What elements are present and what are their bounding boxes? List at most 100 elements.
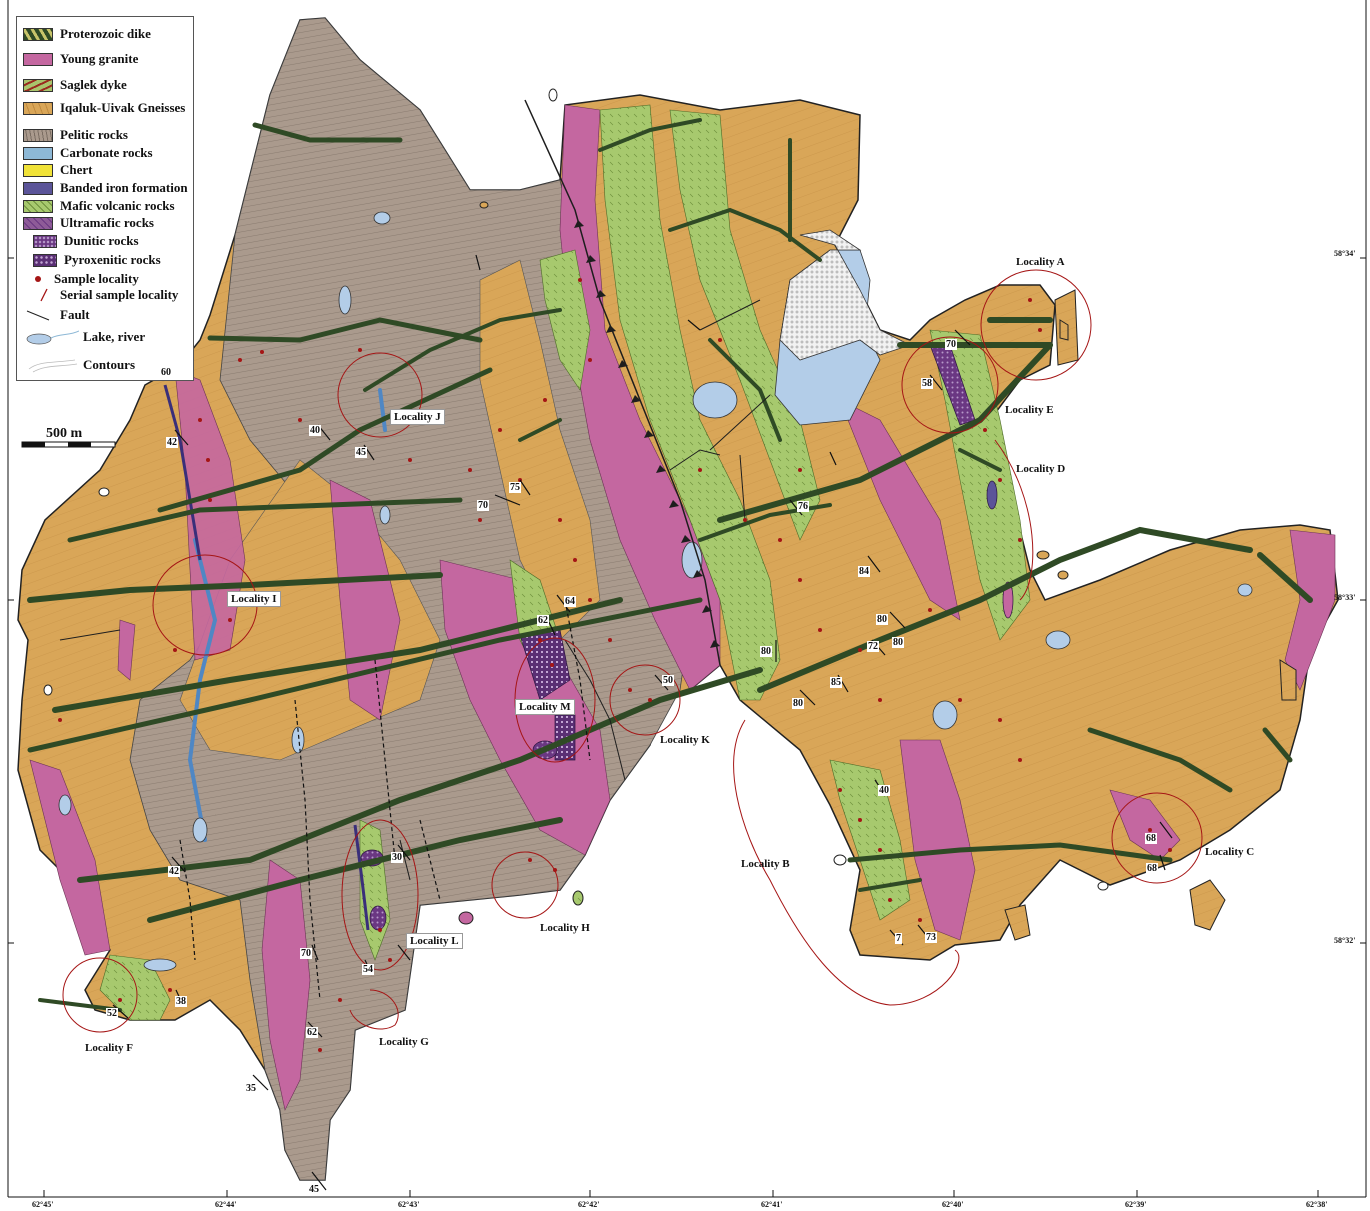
legend-label: Contours xyxy=(83,357,136,372)
legend-item-young-granite: Young granite xyxy=(23,51,138,67)
dip-label: 80 xyxy=(876,614,888,625)
lat-label: 58°34' xyxy=(1334,249,1356,258)
locality-label-a: Locality A xyxy=(1016,256,1065,268)
legend-swatch xyxy=(23,163,53,177)
lon-label: 62°39' xyxy=(1125,1200,1147,1209)
lakes xyxy=(58,211,1253,972)
lon-label: 62°38' xyxy=(1306,1200,1328,1209)
legend-swatch xyxy=(33,253,57,267)
legend-item-pyroxenitic-rocks: Pyroxenitic rocks xyxy=(33,252,161,268)
legend-swatch xyxy=(23,78,53,92)
scale-bar xyxy=(21,441,116,448)
legend-swatch xyxy=(23,181,53,195)
locality-label-f: Locality F xyxy=(85,1042,133,1054)
locality-label-b: Locality B xyxy=(741,858,790,870)
legend-item-dunitic-rocks: Dunitic rocks xyxy=(33,233,139,249)
legend-item-carbonate-rocks: Carbonate rocks xyxy=(23,145,153,161)
dip-label: 42 xyxy=(166,437,178,448)
legend-item-contours: Contours xyxy=(23,357,135,373)
locality-label-k: Locality K xyxy=(660,734,710,746)
strike-dip-symbols xyxy=(112,254,1173,1191)
dip-label: 7 xyxy=(895,933,902,944)
dip-label: 38 xyxy=(175,996,187,1007)
dip-label: 73 xyxy=(925,932,937,943)
legend-label: Chert xyxy=(60,162,93,177)
legend-label: Lake, river xyxy=(83,329,146,344)
legend-label: Young granite xyxy=(60,51,139,66)
legend-item-saglek-dyke: Saglek dyke xyxy=(23,77,127,93)
locality-label-j: Locality J xyxy=(390,409,445,425)
locality-label-i: Locality I xyxy=(227,591,281,607)
dip-label: 80 xyxy=(760,646,772,657)
legend-swatch xyxy=(23,52,53,66)
fault-line-icon xyxy=(26,310,50,321)
legend-label: Carbonate rocks xyxy=(60,145,153,160)
map-frame xyxy=(7,0,1367,1198)
legend-item-lake-river: Lake, river xyxy=(23,329,145,345)
dip-label: 58 xyxy=(921,378,933,389)
legend-swatch xyxy=(23,101,53,115)
dip-label: 62 xyxy=(537,615,549,626)
dip-label: 30 xyxy=(391,852,403,863)
legend-item-chert: Chert xyxy=(23,162,93,178)
dip-label: 84 xyxy=(858,566,870,577)
legend-item-mafic-volcanic-rocks: Mafic volcanic rocks xyxy=(23,198,175,214)
lake-river-icon xyxy=(26,330,79,345)
sample-localities xyxy=(58,278,1172,1052)
dip-label: 42 xyxy=(168,866,180,877)
legend-item-iqaluk-uivak-gneisses: Iqaluk-Uivak Gneisses xyxy=(23,100,185,116)
legend-item-serial-sample-locality: Serial sample locality xyxy=(23,287,178,303)
legend-item-pelitic-rocks: Pelitic rocks xyxy=(23,127,128,143)
scale-bar-label: 500 m xyxy=(46,426,83,441)
legend-swatch xyxy=(33,234,57,248)
dip-label: 85 xyxy=(830,677,842,688)
locality-label-m: Locality M xyxy=(515,699,575,715)
lon-label: 62°44' xyxy=(215,1200,237,1209)
dip-label: 45 xyxy=(308,1184,320,1195)
lat-label: 58°32' xyxy=(1334,936,1356,945)
dip-label: 70 xyxy=(300,948,312,959)
locality-label-c: Locality C xyxy=(1205,846,1255,858)
contours-icon xyxy=(28,359,78,373)
islets xyxy=(43,88,1297,941)
dip-label: 52 xyxy=(106,1008,118,1019)
legend-swatch xyxy=(23,199,53,213)
dip-label: 40 xyxy=(878,785,890,796)
locality-label-d: Locality D xyxy=(1016,463,1066,475)
dip-label: 76 xyxy=(797,501,809,512)
serial-sample-line-icon xyxy=(40,288,48,302)
dip-label: 60 xyxy=(160,367,172,378)
legend-label: Pelitic rocks xyxy=(60,127,128,142)
legend-label: Fault xyxy=(60,307,90,322)
dip-label: 72 xyxy=(867,641,879,652)
locality-label-h: Locality H xyxy=(540,922,590,934)
legend-item-proterozoic-dike: Proterozoic dike xyxy=(23,26,151,42)
dashed-contacts xyxy=(179,599,591,1001)
unit-carbonate-rocks xyxy=(187,388,387,842)
lon-label: 62°40' xyxy=(942,1200,964,1209)
dip-label: 50 xyxy=(662,675,674,686)
dip-label: 68 xyxy=(1145,833,1157,844)
dip-label: 80 xyxy=(892,637,904,648)
legend-label: Serial sample locality xyxy=(60,287,179,302)
dip-label: 70 xyxy=(945,339,957,350)
locality-label-g: Locality G xyxy=(379,1036,429,1048)
dip-label: 75 xyxy=(509,482,521,493)
dip-label: 35 xyxy=(245,1083,257,1094)
dip-label: 45 xyxy=(355,447,367,458)
dip-label: 62 xyxy=(306,1027,318,1038)
legend-swatch xyxy=(23,27,53,41)
dip-label: 40 xyxy=(309,425,321,436)
unit-mafic-volcanic xyxy=(99,104,1031,1021)
legend-label: Saglek dyke xyxy=(60,77,127,92)
legend-swatch xyxy=(23,216,53,230)
legend-label: Sample locality xyxy=(54,271,139,286)
dip-label: 64 xyxy=(564,596,576,607)
dip-label: 80 xyxy=(792,698,804,709)
legend-label: Dunitic rocks xyxy=(64,233,139,248)
legend-item-banded-iron-formation: Banded iron formation xyxy=(23,180,188,196)
lon-label: 62°45' xyxy=(32,1200,54,1209)
lon-label: 62°41' xyxy=(761,1200,783,1209)
sample-dot-icon xyxy=(35,276,41,282)
